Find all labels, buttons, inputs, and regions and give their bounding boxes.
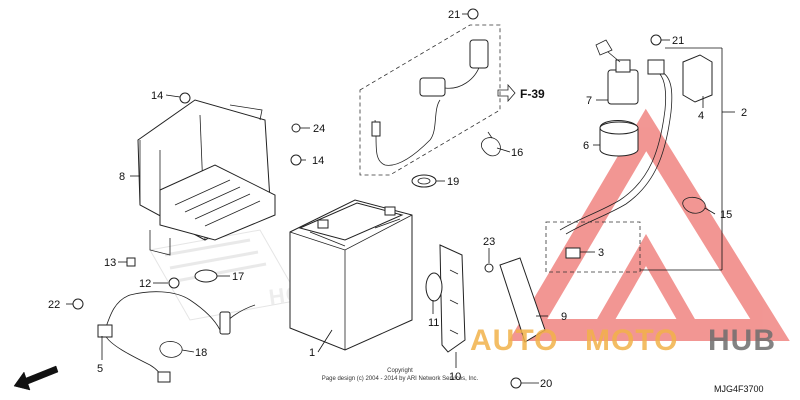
watermark-part-moto: MOTO — [585, 324, 678, 357]
leader-lines — [66, 13, 735, 384]
stay-9 — [499, 257, 546, 343]
callout-1: 1 — [309, 347, 315, 359]
callout-18: 18 — [195, 347, 207, 359]
callout-13: 13 — [104, 257, 116, 269]
callout-16: 16 — [511, 147, 523, 159]
callout-3: 3 — [598, 247, 604, 259]
callout-14a: 14 — [151, 90, 163, 102]
callout-17: 17 — [232, 271, 244, 283]
watermark-part-hub: HUB — [708, 324, 776, 357]
callout-21a: 21 — [448, 9, 460, 21]
relay-cover — [599, 120, 639, 157]
copyright-line-2: Page design (c) 2004 - 2014 by ARI Netwo… — [322, 376, 479, 382]
watermark-triangle — [508, 108, 790, 341]
copyright: Copyright Page design (c) 2004 - 2014 by… — [322, 368, 479, 382]
callout-22: 22 — [48, 299, 60, 311]
cable-detail-box — [359, 24, 501, 176]
callout-4: 4 — [698, 110, 704, 122]
battery — [289, 199, 413, 351]
watermark-part-auto: AUTO — [470, 324, 558, 357]
callout-6: 6 — [583, 140, 589, 152]
ref-arrow-label: F-39 — [520, 87, 545, 101]
callout-11: 11 — [428, 317, 439, 329]
terminal-cap — [682, 54, 713, 103]
sub-harness — [97, 291, 256, 383]
grommet-11 — [425, 272, 443, 302]
wire-clip-16 — [481, 131, 501, 157]
callout-2: 2 — [741, 107, 747, 119]
bracket-10 — [439, 244, 466, 353]
front-arrow: FR. — [13, 360, 59, 391]
clamp-17 — [194, 269, 218, 283]
starter-relay — [595, 39, 639, 105]
band-19 — [411, 174, 437, 188]
callout-14b: 14 — [312, 155, 324, 167]
watermark-logo: AUTO MOTO HUB — [470, 324, 776, 357]
callout-10: 10 — [449, 371, 461, 383]
callout-15: 15 — [720, 209, 732, 221]
callout-5: 5 — [97, 363, 103, 375]
callout-20: 20 — [540, 378, 552, 390]
callout-23: 23 — [483, 236, 495, 248]
front-arrow-label: FR. — [33, 360, 50, 374]
drawing-code: MJG4F3700 — [714, 384, 764, 394]
callout-7: 7 — [586, 95, 592, 107]
battery-tray — [137, 99, 276, 256]
callout-8: 8 — [119, 171, 125, 183]
fasteners — [72, 8, 662, 389]
cable-clamp-15 — [682, 196, 706, 214]
callout-12: 12 — [139, 278, 151, 290]
callout-19: 19 — [447, 176, 459, 188]
ref-arrow-f39: F-39 — [497, 83, 545, 103]
callout-9: 9 — [561, 311, 567, 323]
callout-21b: 21 — [672, 35, 684, 47]
copyright-line-1: Copyright — [387, 368, 413, 374]
clamp-18 — [159, 341, 183, 358]
callout-24: 24 — [313, 123, 325, 135]
positive-cable — [545, 59, 673, 273]
callouts: 1 2 3 4 5 6 7 8 9 10 11 12 13 14 14 15 1… — [48, 9, 747, 390]
